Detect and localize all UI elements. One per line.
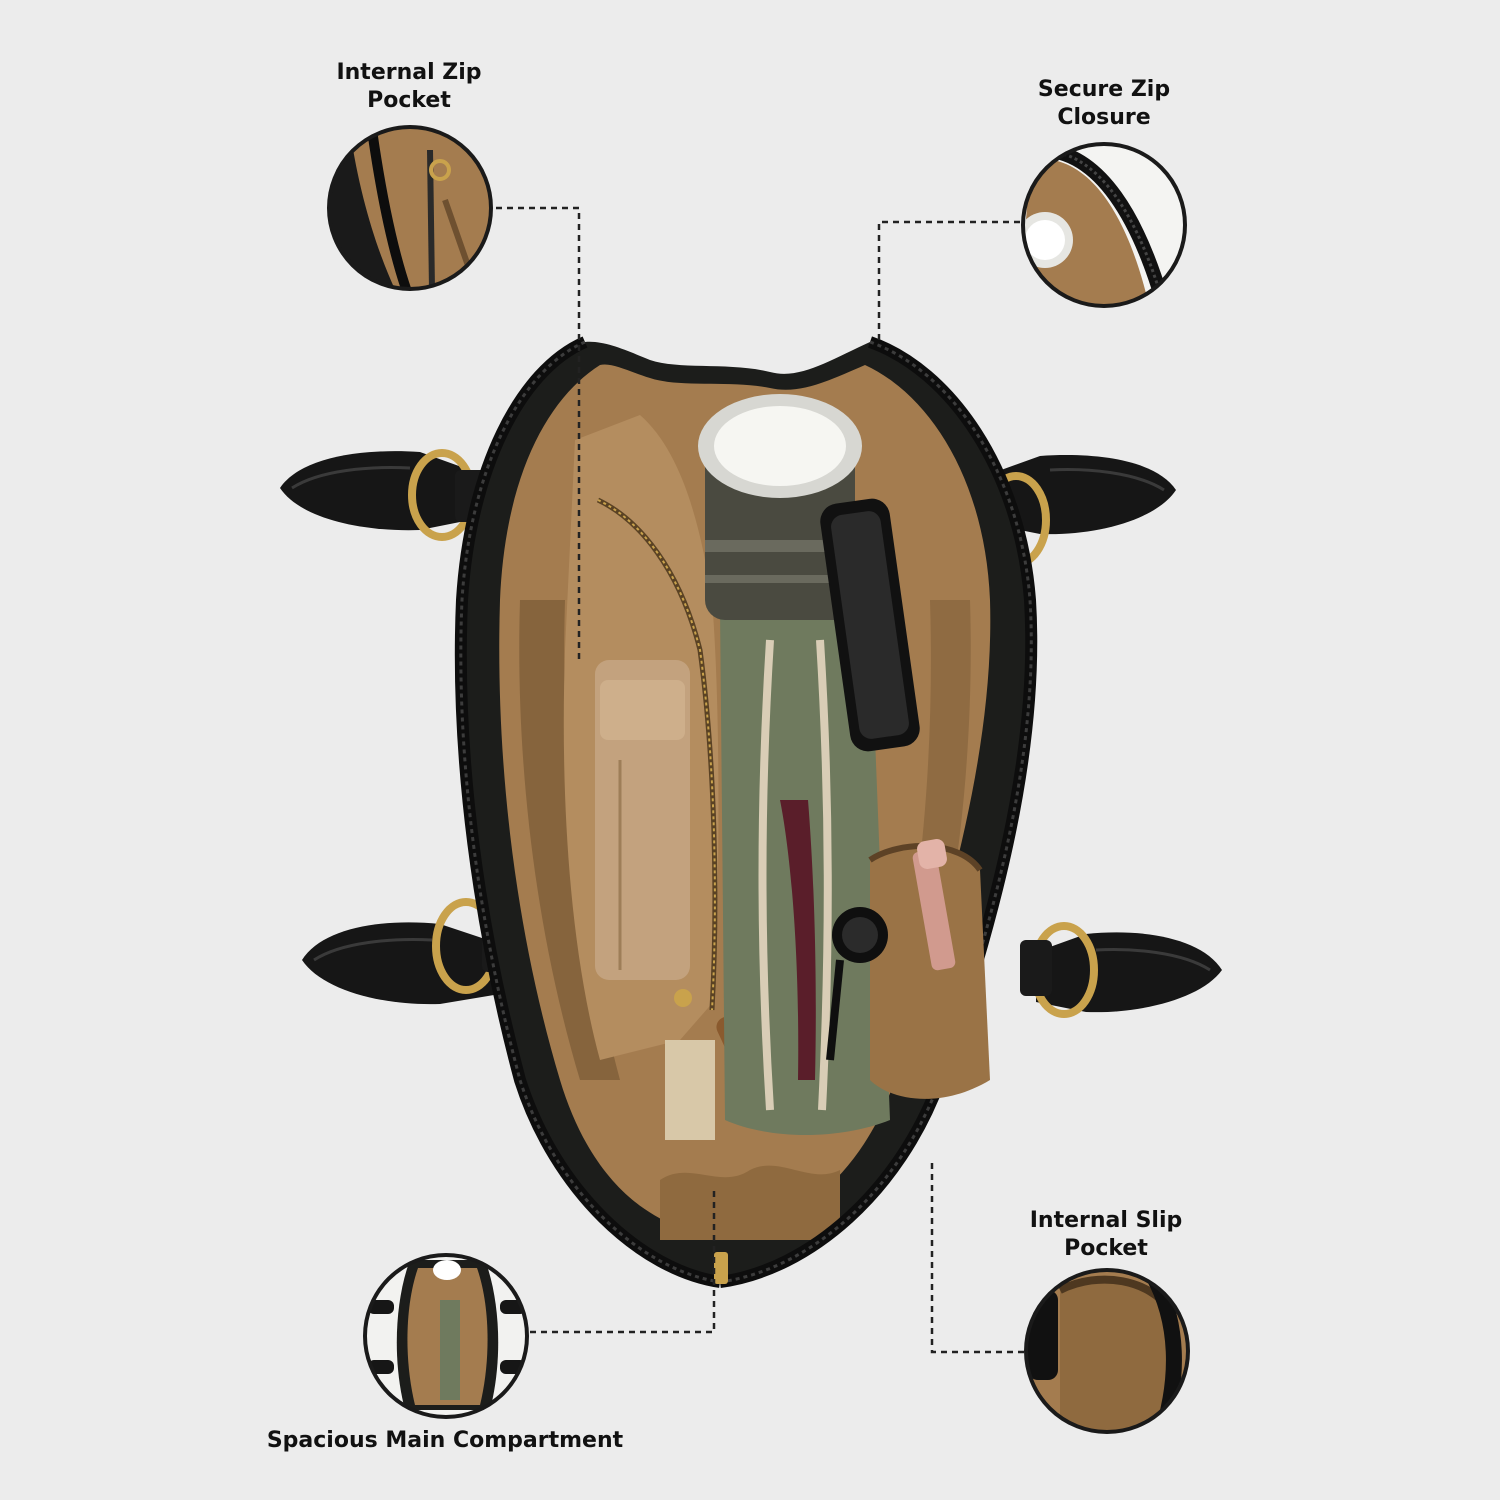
leader-lines <box>496 206 1024 1354</box>
label-internal-zip-pocket-line2: Pocket <box>367 88 451 113</box>
label-internal-zip-pocket-line1: Internal Zip <box>336 60 482 85</box>
handle-tab-top-left-icon <box>280 449 487 541</box>
leader-line-secure-zip <box>877 220 1020 340</box>
label-secure-zip-closure-line2: Closure <box>1057 105 1151 130</box>
zip-closure-detail-icon <box>1021 142 1187 308</box>
label-spacious-main-compartment-text: Spacious Main Compartment <box>266 1428 624 1453</box>
label-internal-slip-pocket: Internal Slip Pocket <box>996 1207 1216 1263</box>
label-internal-zip-pocket: Internal Zip Pocket <box>299 59 519 115</box>
bag-overview-icon <box>363 1253 529 1419</box>
label-internal-slip-pocket-line1: Internal Slip <box>1029 1208 1183 1233</box>
bag-contents <box>563 394 990 1140</box>
leader-line-internal-slip <box>930 1160 1024 1354</box>
slip-pocket-detail-icon <box>1024 1268 1190 1434</box>
label-secure-zip-closure-line1: Secure Zip <box>1037 77 1171 102</box>
leader-line-internal-zip <box>496 206 581 660</box>
label-spacious-main-compartment: Spacious Main Compartment <box>245 1427 645 1455</box>
label-internal-slip-pocket-line2: Pocket <box>1064 1236 1148 1261</box>
leader-line-main <box>530 1190 716 1334</box>
label-secure-zip-closure: Secure Zip Closure <box>994 76 1214 132</box>
handle-tab-bottom-right-icon <box>1020 922 1222 1018</box>
zip-pocket-detail-icon <box>327 125 493 291</box>
